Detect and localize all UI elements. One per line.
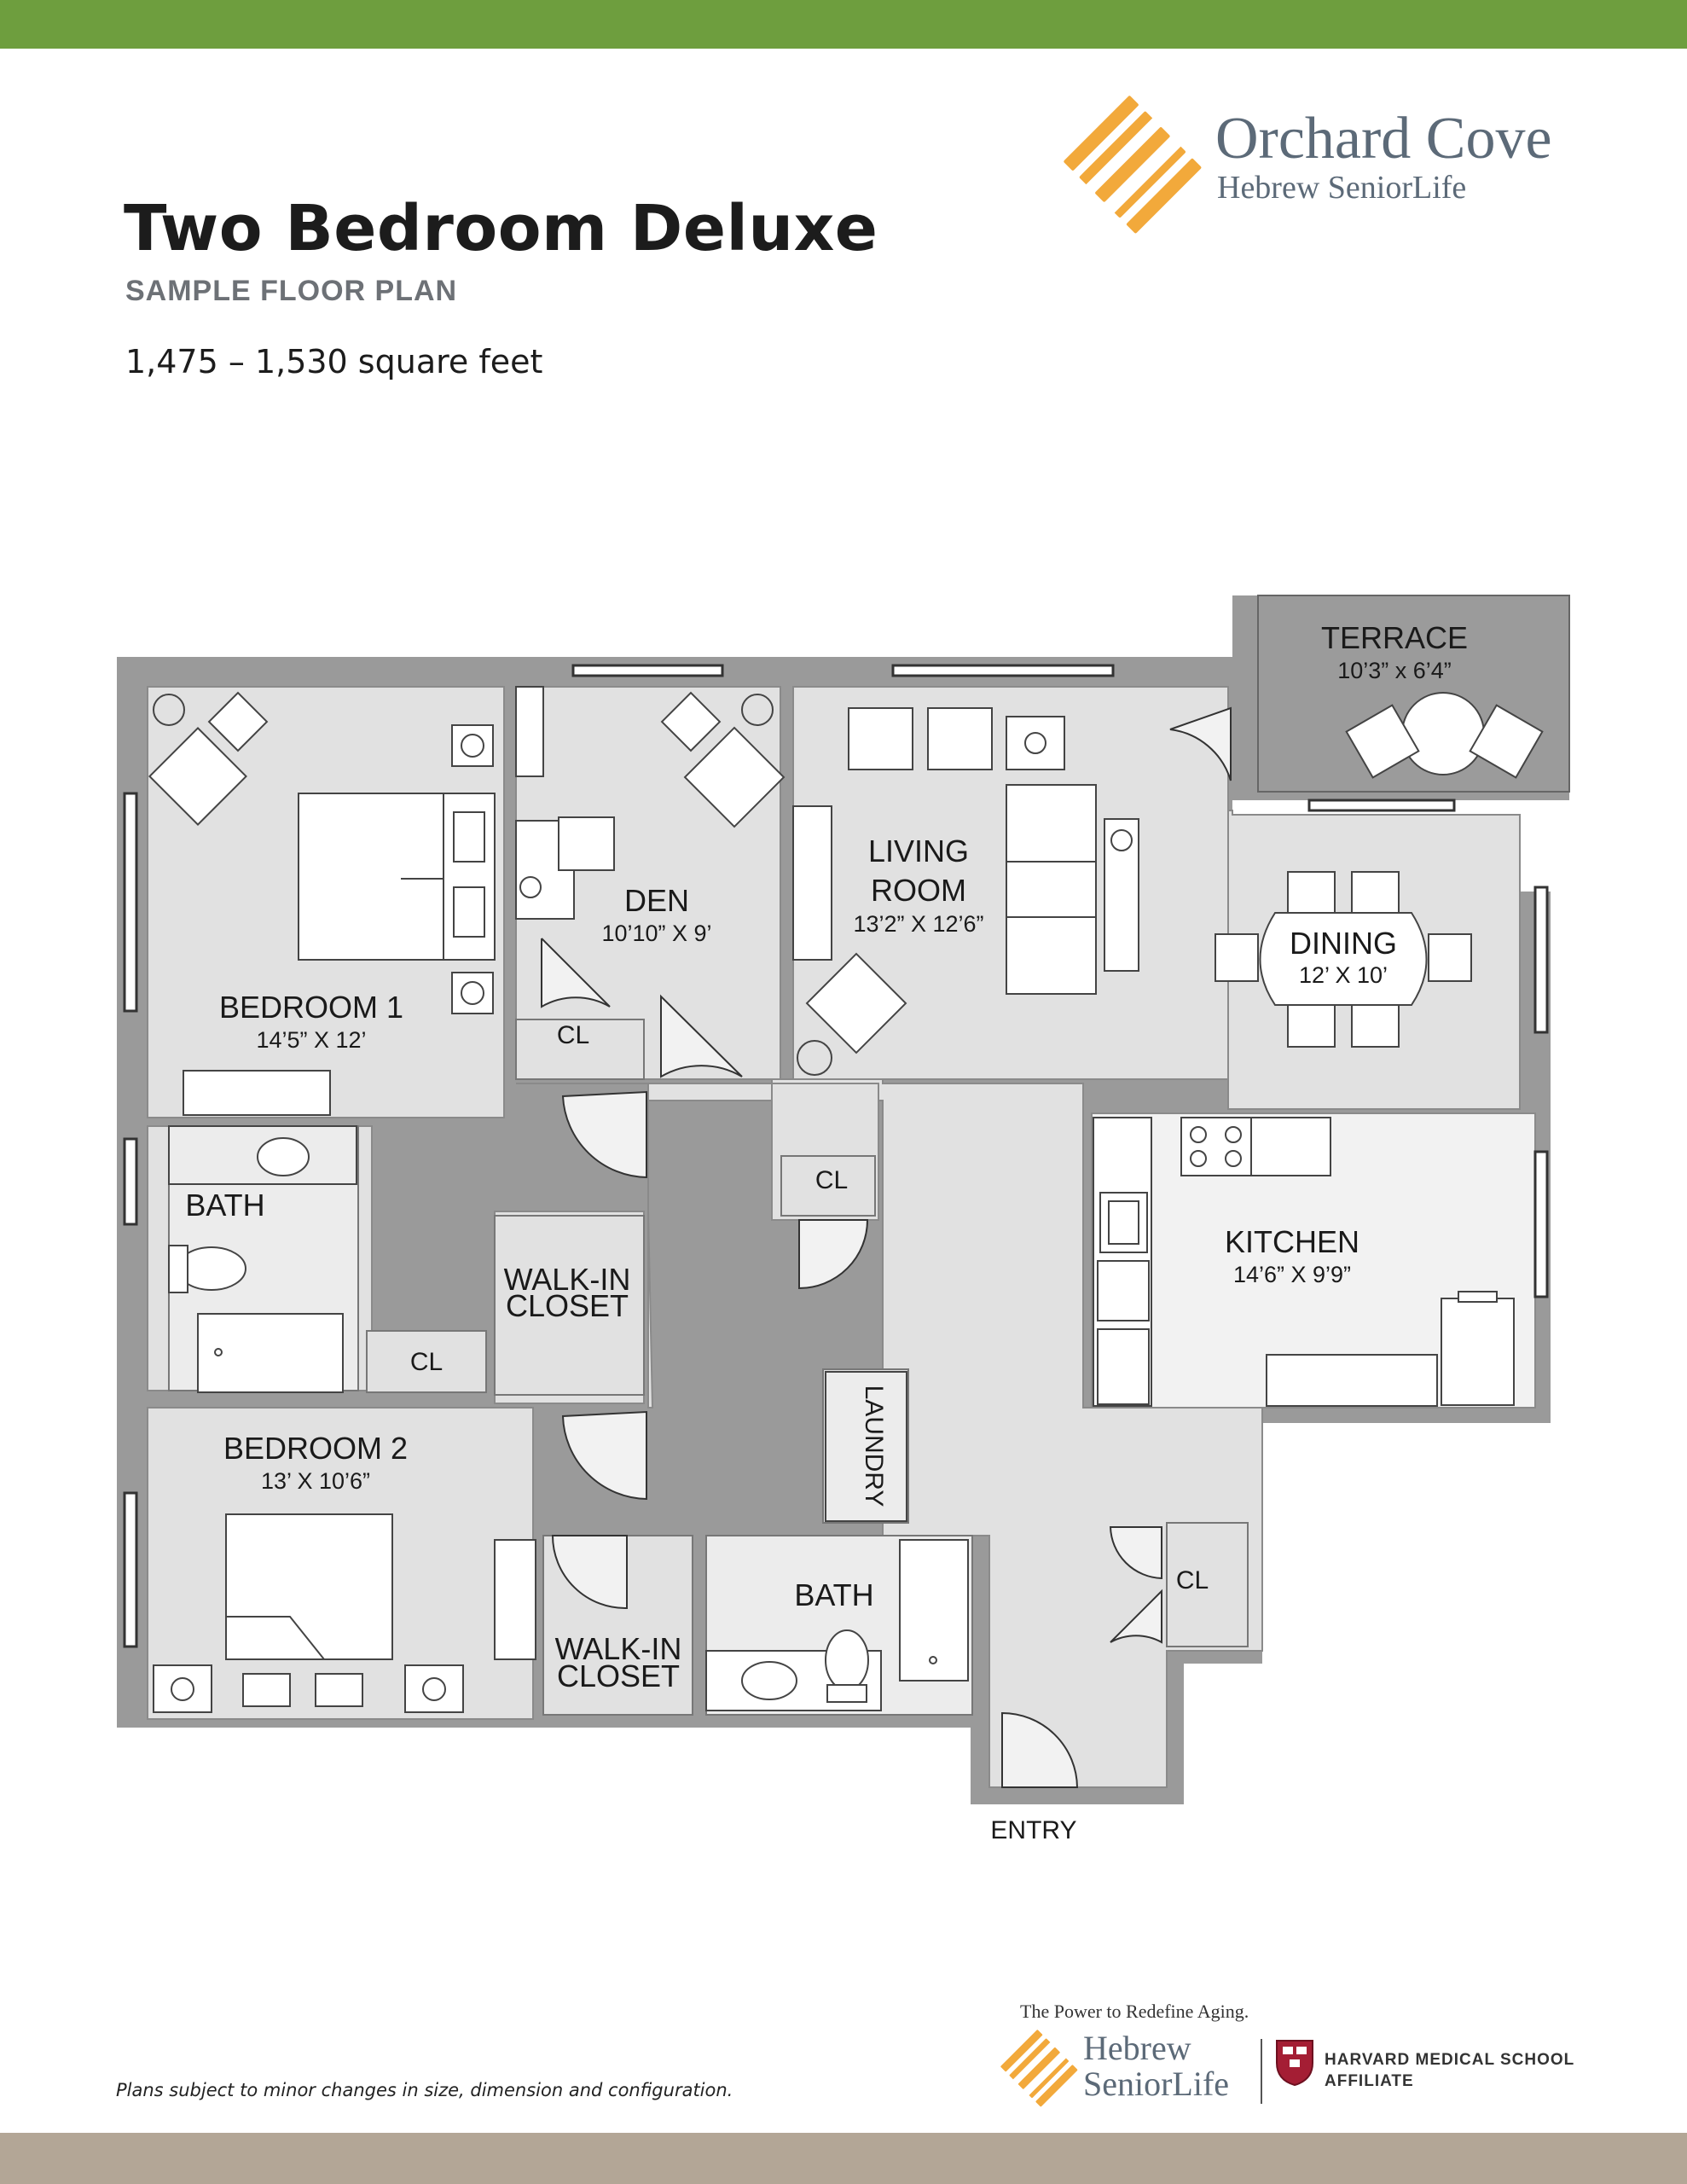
tagline: The Power to Redefine Aging. [1020, 2001, 1249, 2022]
closet-label-entry: CL [1176, 1566, 1209, 1594]
page-title: Two Bedroom Deluxe [124, 192, 878, 265]
bedroom1-dims: 14’5” X 12’ [256, 1027, 366, 1053]
hebrew-seniorlife-logo-icon [1000, 2030, 1078, 2107]
living-dims: 13’2” X 12’6” [853, 911, 983, 937]
living-label-line2: ROOM [871, 873, 966, 908]
bath1-fixtures [168, 1125, 357, 1393]
walkin2-label-line1: WALK-IN [555, 1631, 682, 1666]
floor-plan: TERRACE 10’3” x 6’4” DEN 10’10” X 9’ LIV… [117, 595, 1570, 1844]
brand-subname: Hebrew SeniorLife [1217, 170, 1467, 206]
closet-label-bedroom1: CL [410, 1348, 443, 1376]
dining-label: DINING [1290, 926, 1397, 961]
hsl-line2: SeniorLife [1083, 2065, 1230, 2103]
door-swings [541, 706, 1232, 1788]
kitchen-fixtures [1093, 1117, 1515, 1407]
living-label-line1: LIVING [868, 834, 969, 868]
square-footage: 1,475 – 1,530 square feet [125, 343, 543, 380]
walkin1-label-line2: CLOSET [506, 1288, 629, 1323]
bedroom2-dims: 13’ X 10’6” [261, 1468, 370, 1494]
bedroom2-label: BEDROOM 2 [223, 1431, 408, 1466]
terrace-dims: 10’3” x 6’4” [1337, 658, 1452, 683]
harvard-affiliate: HARVARD MEDICAL SCHOOL AFFILIATE [1325, 2049, 1574, 2092]
bottom-color-bar [0, 2133, 1687, 2184]
living-furniture [792, 707, 1139, 1076]
bath1-label: BATH [185, 1188, 264, 1223]
brand-name: Orchard Cove [1215, 106, 1552, 171]
terrace-furniture [1345, 692, 1544, 779]
laundry-label: LAUNDRY [860, 1385, 888, 1507]
kitchen-label: KITCHEN [1225, 1224, 1359, 1259]
dining-dims: 12’ X 10’ [1299, 962, 1388, 988]
den-dims: 10’10” X 9’ [601, 921, 711, 946]
walkin2-label-line2: CLOSET [557, 1658, 680, 1693]
entry-label: ENTRY [990, 1816, 1076, 1844]
harvard-line1: HARVARD MEDICAL SCHOOL [1325, 2051, 1575, 2069]
terrace-label: TERRACE [1321, 620, 1468, 655]
top-color-bar [0, 0, 1687, 49]
bedroom2-furniture [153, 1513, 536, 1713]
harvard-line2: AFFILIATE [1325, 2072, 1414, 2090]
closet-label-hall: CL [815, 1166, 848, 1194]
disclaimer-text: Plans subject to minor changes in size, … [116, 2080, 733, 2100]
walkin1-label-line1: WALK-IN [504, 1262, 631, 1297]
bath2-fixtures [705, 1539, 969, 1711]
laundry-unit [825, 1371, 907, 1522]
orchard-cove-logo-icon [1064, 96, 1202, 234]
den-label: DEN [624, 883, 689, 918]
hsl-line1: Hebrew [1083, 2029, 1191, 2067]
windows [123, 664, 1549, 1648]
footer-divider [1261, 2039, 1262, 2104]
page-subtitle: SAMPLE FLOOR PLAN [125, 275, 458, 307]
bedroom1-furniture [148, 691, 496, 1116]
brand-block: Orchard Cove Hebrew SeniorLife [1215, 109, 1552, 206]
closet-label-den: CL [557, 1021, 589, 1049]
harvard-shield-icon [1276, 2040, 1313, 2087]
hsl-wordmark: Hebrew SeniorLife [1083, 2030, 1229, 2102]
dining-furniture [1215, 871, 1472, 1048]
kitchen-floor [1091, 1112, 1536, 1409]
den-furniture [515, 686, 786, 920]
kitchen-dims: 14’6” X 9’9” [1233, 1262, 1351, 1287]
bedroom1-label: BEDROOM 1 [219, 990, 403, 1025]
bath2-label: BATH [794, 1577, 873, 1612]
